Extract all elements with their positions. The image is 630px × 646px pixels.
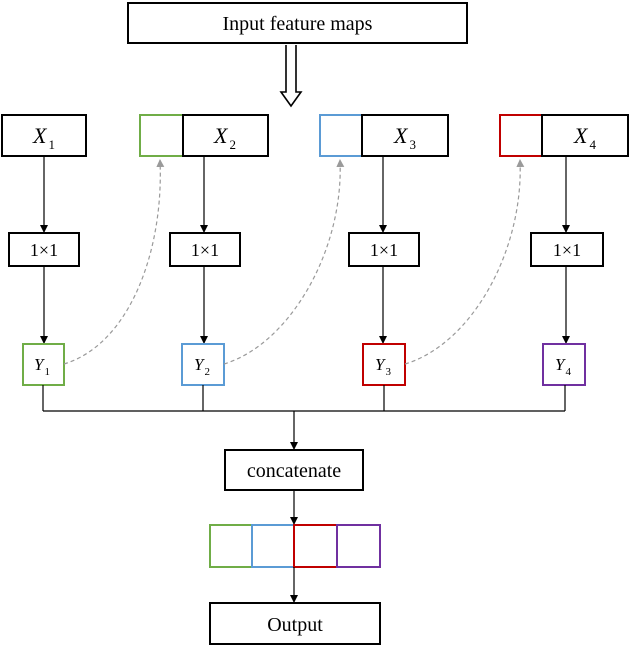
y2-copy-box (319, 114, 363, 157)
conv4-label: 1×1 (553, 240, 581, 260)
concatenate-label: concatenate (247, 460, 341, 482)
conv4-box: 1×1 (530, 232, 604, 267)
y4-box: Y4 (542, 343, 586, 386)
conv2-label: 1×1 (191, 240, 219, 260)
stack-y2 (251, 524, 295, 568)
stack-y4 (336, 524, 381, 568)
conv2-box: 1×1 (169, 232, 241, 267)
y2-box: Y2 (181, 343, 225, 386)
y1-copy-box (139, 114, 184, 157)
concatenate-box: concatenate (224, 449, 364, 491)
y1-box: Y1 (22, 343, 65, 386)
conv1-label: 1×1 (30, 240, 58, 260)
conv3-box: 1×1 (348, 232, 420, 267)
y1-label: Y1 (34, 355, 50, 378)
output-stack (209, 524, 381, 568)
dashed-arrow-y3 (404, 159, 525, 365)
y3-box: Y3 (362, 343, 406, 386)
output-box: Output (209, 602, 381, 645)
output-label: Output (267, 614, 323, 636)
input-feature-maps-box: Input feature maps (127, 2, 468, 44)
conv3-label: 1×1 (370, 240, 398, 260)
y4-label: Y4 (555, 355, 571, 378)
y2-label: Y2 (194, 355, 210, 378)
y3-label: Y3 (375, 355, 391, 378)
stack-y1 (209, 524, 253, 568)
input-label: Input feature maps (223, 13, 373, 35)
y3-copy-box (499, 114, 543, 157)
split-arrow (279, 45, 303, 108)
conv1-box: 1×1 (8, 232, 80, 267)
dashed-arrow-y1 (63, 159, 165, 365)
stack-y3 (293, 524, 338, 568)
collector-lines (42, 385, 566, 450)
dashed-arrow-y2 (223, 159, 345, 365)
